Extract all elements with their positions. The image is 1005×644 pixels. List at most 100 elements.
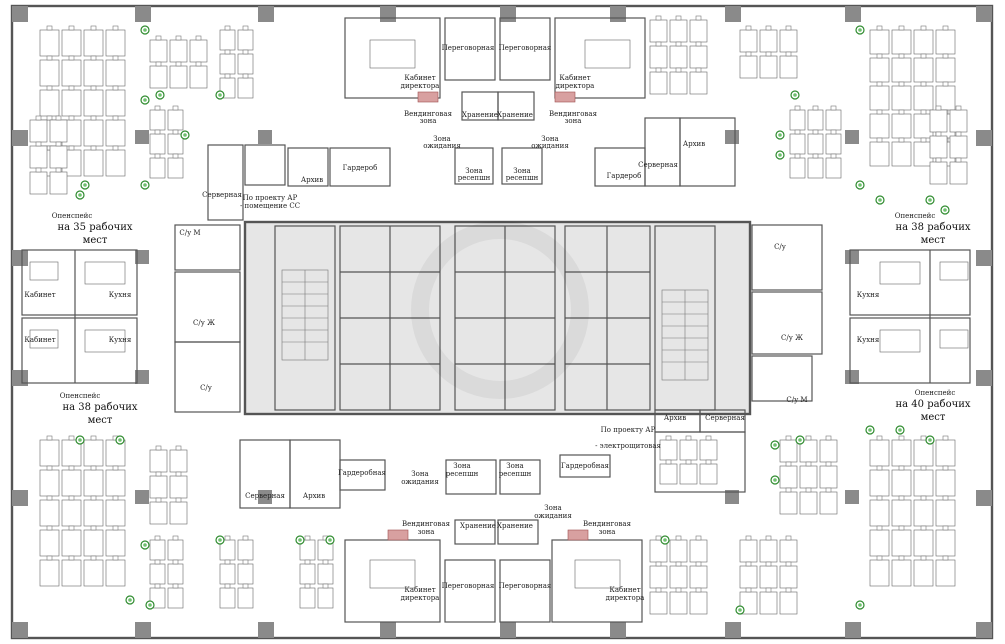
chair [955,131,962,137]
chair [876,109,883,115]
archive-1-label: Архив [301,176,323,184]
chair [35,115,42,121]
desk [83,469,104,497]
meeting-room-1-label: Переговорная [442,44,495,52]
chair [322,583,329,589]
plant-icon-center [183,133,187,137]
chair [68,495,75,501]
chair [155,35,162,41]
desk [29,171,48,195]
desk [149,109,166,131]
chair [695,587,702,593]
chair [876,25,883,31]
desk [105,119,126,147]
desk [167,587,184,609]
plant-icon-center [878,198,882,202]
chair [825,487,832,493]
chair [785,535,792,541]
desk [189,65,208,89]
chair [154,153,161,159]
desk [689,565,708,589]
desk [779,591,798,615]
plant-icon-center [218,93,222,97]
director-office-1-label-b: директора [401,82,440,90]
chair [68,145,75,151]
reception-2-label-b: ресепшн [506,174,539,182]
chair [695,535,702,541]
desk [105,59,126,87]
desk [689,45,708,69]
chair [172,559,179,565]
chair [112,145,119,151]
chair [175,471,182,477]
chair [46,555,53,561]
chair [46,435,53,441]
archive-3-label: Архив [664,414,686,422]
chair [155,471,162,477]
chair [155,497,162,503]
chair [242,559,249,565]
chair [675,15,682,21]
openspace-tr-line1: на 38 рабочих [895,222,970,233]
director-office-3-label-b: директора [401,594,440,602]
desk [891,113,912,139]
desk [83,89,104,117]
desk [61,499,82,527]
openspace-br-line2: мест [921,412,946,423]
desk [869,141,890,167]
chair [745,587,752,593]
reception-2-label-a: Зона [513,167,530,175]
chair [90,115,97,121]
vending-zone-3-label-a: Вендинговая [402,520,451,528]
desk [649,591,668,615]
openspace-tl-title: Опенспейс [52,212,93,220]
desk [669,539,688,563]
storage-2-label: Хранение [497,111,533,119]
desk [149,539,166,561]
chair [825,435,832,441]
chair [304,535,311,541]
desk [929,109,948,133]
chair [155,61,162,67]
desk [39,439,60,467]
server-2-label: Серверная [202,191,242,199]
desk [929,135,948,159]
chair [304,583,311,589]
desk [149,563,166,585]
kitchen-table [84,329,126,353]
kitchen-1-label: Кухня [109,291,132,299]
desk [29,145,48,169]
desk [807,133,824,155]
openspace-br-title: Опенспейс [915,389,956,397]
chair [112,555,119,561]
chair [55,167,62,173]
desk [891,469,912,497]
desk [935,439,956,467]
chair [655,41,662,47]
vending-zone-1-label-b: зона [420,117,437,125]
plant-icon-center [143,28,147,32]
chair [90,435,97,441]
chair [68,115,75,121]
reception-1-label-a: Зона [465,167,482,175]
plant-icon-center [928,198,932,202]
director-office-2-label-a: Кабинет [559,74,590,82]
waiting-1-label-b: ожидания [423,142,461,150]
desk [149,501,168,525]
desk [679,463,698,485]
chair [942,495,949,501]
chair [805,487,812,493]
desk [299,587,316,609]
chair [876,53,883,59]
wardrobe-3-label: Гардеробная [338,469,386,477]
wc-right-top-label: С/у [774,243,787,251]
desk [913,499,934,527]
desk [935,469,956,497]
chair [46,495,53,501]
chair [765,561,772,567]
chair [90,25,97,31]
desk [869,439,890,467]
chair [55,141,62,147]
chair [112,525,119,531]
archive-2-label: Архив [683,140,705,148]
